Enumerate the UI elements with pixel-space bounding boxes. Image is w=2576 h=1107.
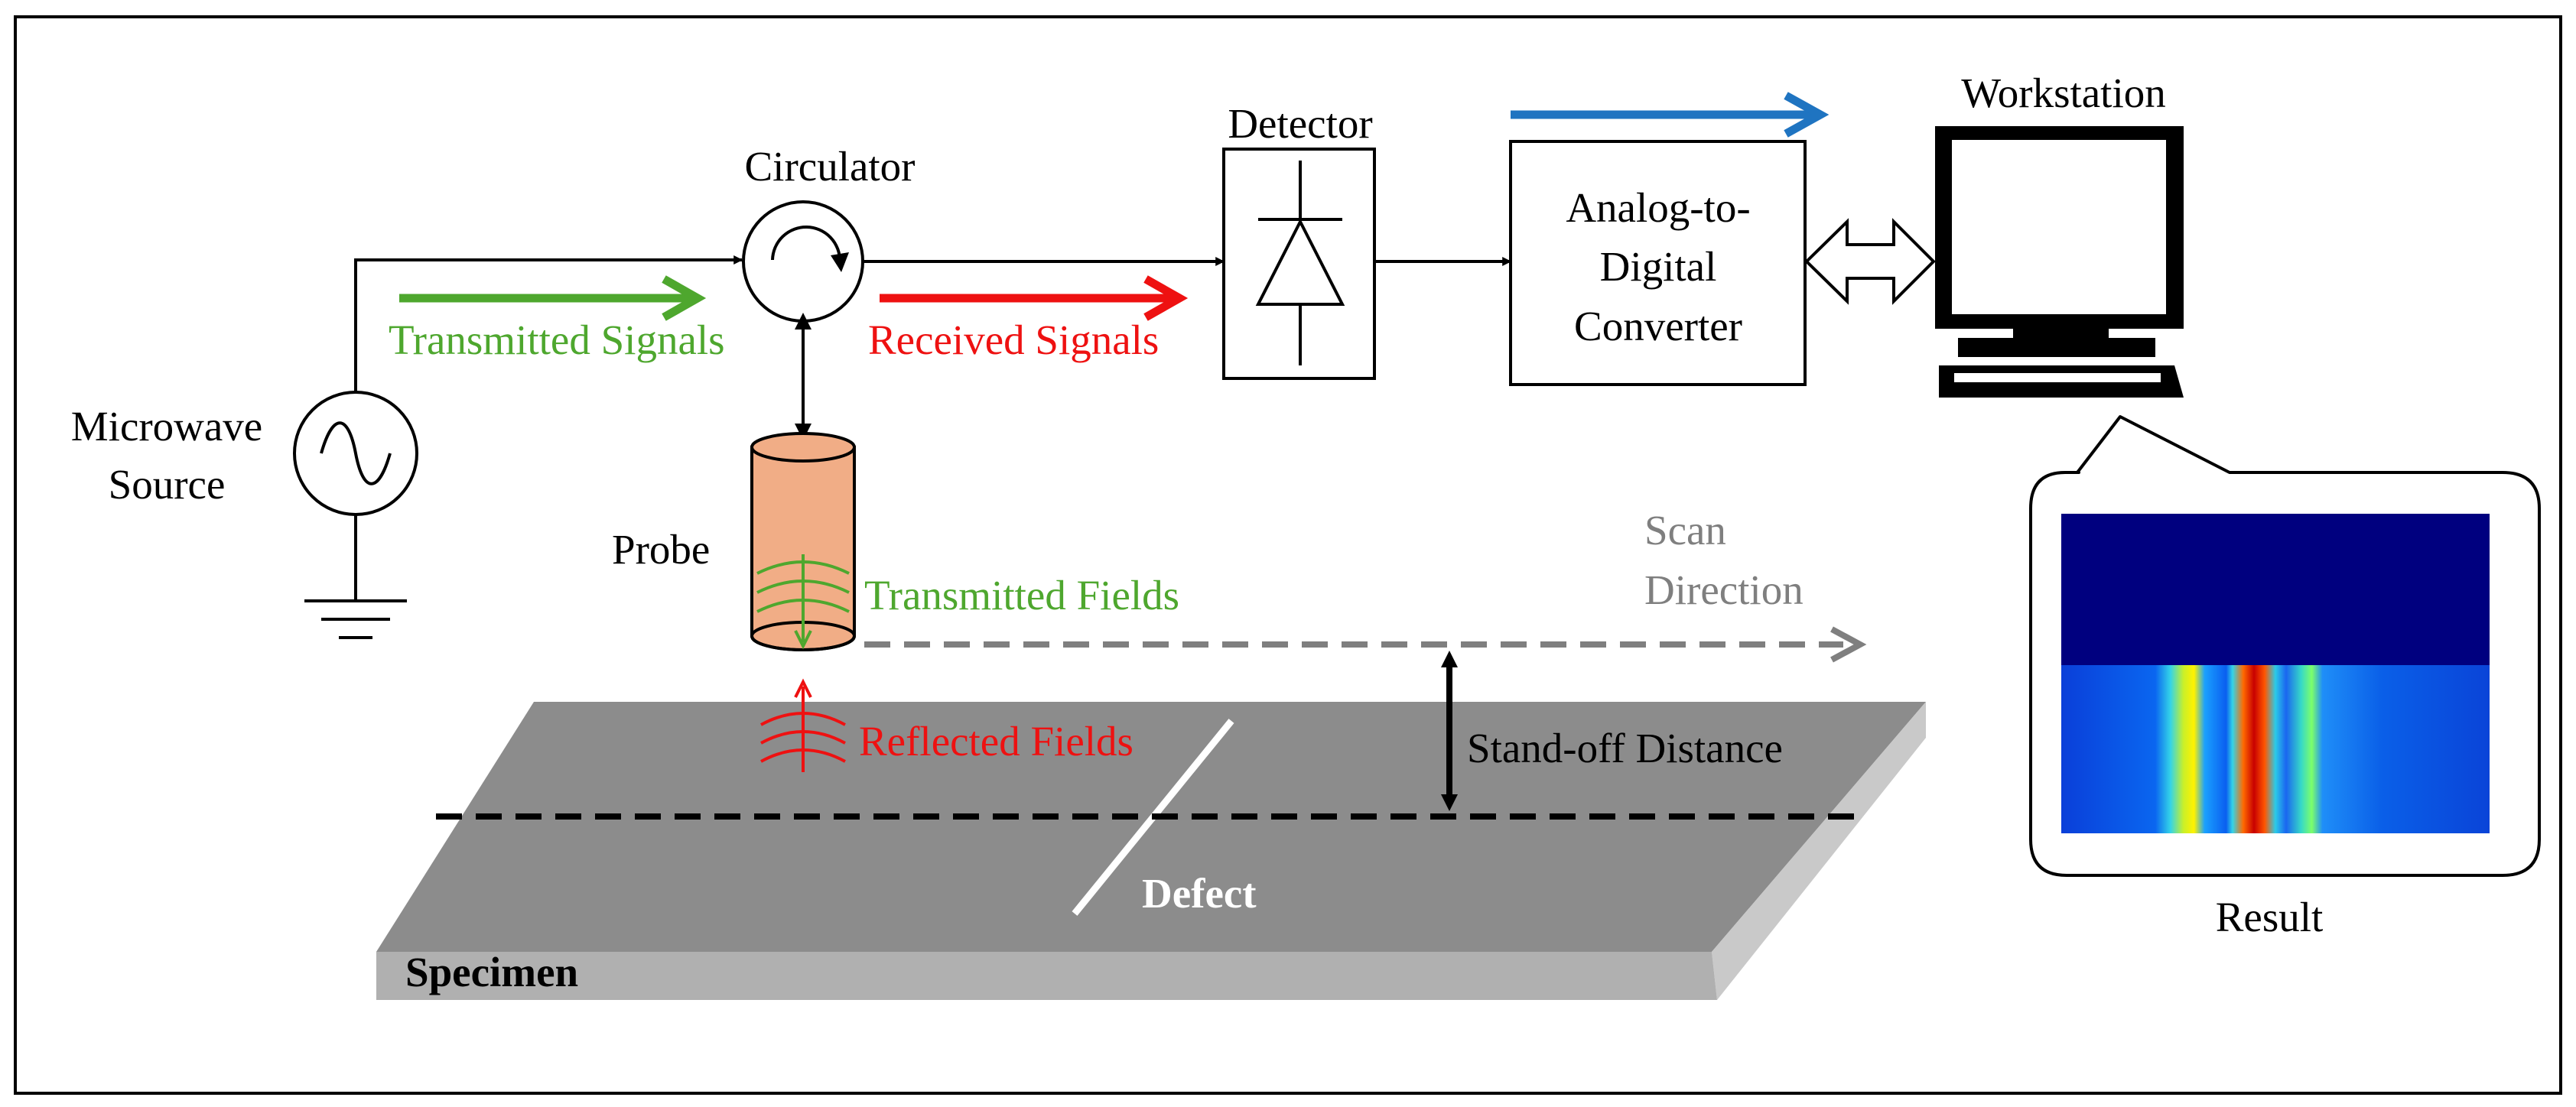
result-plot-upper [2061,514,2490,665]
adc-label-line3: Converter [1574,303,1742,349]
result-label: Result [2216,894,2324,940]
ground-icon [304,515,407,639]
transmitted-fields-waves [756,554,850,650]
result-callout: Result [2029,415,2541,940]
scan-direction-label-line1: Scan [1644,507,1726,554]
specimen-front-face [376,952,1717,1000]
specimen-top-face [376,702,1926,952]
adc-label-line2: Digital [1600,243,1717,290]
adc-label-line1: Analog-to- [1566,184,1750,231]
adc-workstation-link [1804,218,1936,305]
defect-label: Defect [1142,870,1257,917]
circulator: Circulator [742,143,916,323]
received-signals-label: Received Signals [868,317,1159,363]
result-plot-scan [2061,665,2490,833]
detector: Detector [1222,100,1376,380]
specimen: Specimen [376,702,1926,1000]
reflected-fields-label: Reflected Fields [859,718,1134,765]
probe-label: Probe [612,526,710,573]
outer-frame [14,15,2562,1095]
microwave-source-label-line1: Microwave [71,403,262,450]
transmitted-signals-label: Transmitted Signals [389,317,725,363]
workstation-label: Workstation [1961,70,2165,116]
workstation: Workstation [1935,70,2184,398]
probe: Probe [612,432,856,651]
analog-to-digital-converter: Analog-to- Digital Converter [1509,140,1807,386]
reflected-fields-waves [760,678,846,772]
transmitted-fields-label: Transmitted Fields [864,572,1179,618]
detector-label: Detector [1228,100,1372,147]
monitor-icon [1935,126,2184,398]
diode-icon [1255,161,1345,365]
specimen-label: Specimen [405,949,578,995]
standoff-distance-label: Stand-off Distance [1467,725,1783,771]
microwave-source: Microwave Source [71,391,418,639]
scan-direction-label-line2: Direction [1644,566,1804,613]
microwave-source-label-line2: Source [109,461,226,508]
source-to-circulator-wire [354,255,743,392]
circulator-label: Circulator [745,143,916,190]
specimen-side-face [1712,702,1926,1000]
